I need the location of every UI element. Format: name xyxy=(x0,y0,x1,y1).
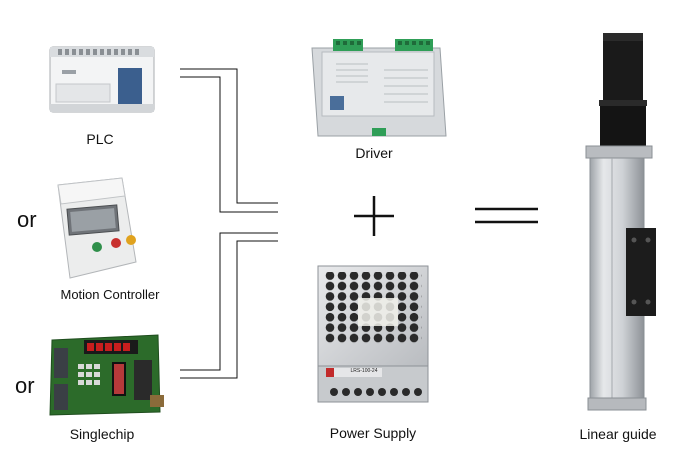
power-supply-image xyxy=(317,265,429,403)
power-supply-model-text: LRS-100-24 xyxy=(350,368,378,374)
power-supply-label: Power Supply xyxy=(329,425,417,441)
connection-lines xyxy=(180,68,278,379)
singlechip-label: Singlechip xyxy=(69,426,135,442)
plc-label: PLC xyxy=(86,131,114,147)
or-label-2: or xyxy=(15,373,35,398)
linear-guide-image xyxy=(585,33,656,411)
motion-controller-image xyxy=(57,177,137,279)
driver-label: Driver xyxy=(355,145,393,161)
driver-image xyxy=(311,39,447,137)
motion-controller-label: Motion Controller xyxy=(60,287,160,302)
or-label-1: or xyxy=(17,207,37,232)
equals-icon xyxy=(475,207,538,224)
plus-icon xyxy=(354,196,394,236)
linear-guide-label: Linear guide xyxy=(579,426,657,442)
singlechip-image xyxy=(49,334,164,416)
plc-image xyxy=(49,46,155,113)
